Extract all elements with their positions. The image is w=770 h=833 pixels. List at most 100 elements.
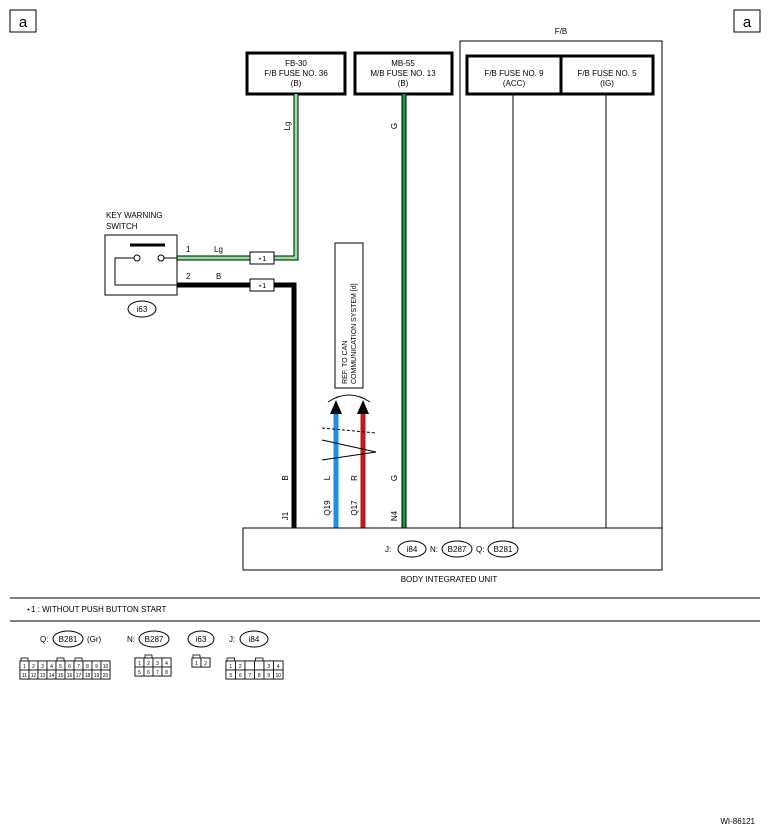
connector-cell — [200, 657, 211, 668]
pin-n4: N4 — [390, 510, 399, 521]
connector-pin: 7 — [77, 664, 80, 670]
legend-q-color: (Gr) — [87, 635, 102, 644]
fb-label: F/B — [555, 27, 567, 36]
connector-pin: 10 — [103, 664, 109, 670]
connector-pin: 3 — [156, 661, 159, 667]
connector-pin: 12 — [31, 673, 37, 679]
connector-pin: 17 — [76, 673, 82, 679]
fuse-fb30-name: F/B FUSE NO. 36 — [264, 69, 328, 78]
key-switch-connector-oval — [127, 300, 157, 318]
legend-i63-oval — [187, 630, 215, 648]
connector-pin: 8 — [165, 670, 168, 676]
connector-pin: 1 — [23, 664, 26, 670]
fuse-fb5-sub: (IG) — [600, 79, 614, 88]
connector-latch — [74, 657, 83, 662]
connector-pin: 3 — [267, 664, 270, 670]
legend-q-prefix: Q: — [40, 635, 48, 644]
connector-pin: 6 — [147, 670, 150, 676]
connector-pin: 4 — [165, 661, 168, 667]
diagram-id: WI-86121 — [720, 817, 755, 826]
l-wire-label: L — [323, 475, 332, 480]
biu-conn-q: B281 — [494, 545, 513, 554]
connector-pin: 13 — [40, 673, 46, 679]
connector-pin: 11 — [22, 673, 27, 679]
connector-pin: 7 — [156, 670, 159, 676]
biu-prefix-j: J: — [385, 545, 391, 554]
r-wire-arrow — [357, 400, 369, 414]
can-ref-line2: COMMUNICATION SYSTEM [d] — [351, 283, 358, 384]
pin-j1: J1 — [281, 511, 290, 520]
connector-cell — [244, 660, 255, 671]
connector-pin: 4 — [277, 664, 280, 670]
fuse-fb9-sub: (ACC) — [503, 79, 526, 88]
corner-box-right — [733, 9, 761, 33]
connector-pin: 15 — [58, 673, 64, 679]
connector-pin: 18 — [85, 673, 91, 679]
connector-pin: 9 — [267, 673, 270, 679]
g-lower-label: G — [390, 475, 399, 481]
connector-latch — [255, 657, 264, 662]
biu-conn-j-oval — [397, 540, 427, 558]
connector-latch — [226, 657, 235, 662]
key-switch-pin1: 1 — [186, 245, 191, 254]
connector-pin: 8 — [86, 664, 89, 670]
fuse-fb5-name: F/B FUSE NO. 5 — [577, 69, 637, 78]
key-switch-pin2: 2 — [186, 272, 191, 281]
note-marker-box-2 — [249, 278, 275, 292]
legend-q-id: B281 — [59, 635, 78, 644]
connector-pin: 1 — [229, 664, 232, 670]
legend-q-oval — [52, 630, 84, 648]
biu-label: BODY INTEGRATED UNIT — [401, 575, 498, 584]
fuse-fb9-name: F/B FUSE NO. 9 — [484, 69, 544, 78]
legend-j-oval — [239, 630, 269, 648]
legend-n-oval — [138, 630, 170, 648]
fuse-fb30-code: FB-30 — [285, 59, 307, 68]
connector-pin: 4 — [50, 664, 53, 670]
g-vertical-label: G — [390, 123, 399, 129]
connector-pin: 6 — [68, 664, 71, 670]
lg-wire-a — [274, 94, 298, 260]
connector-pin: 5 — [59, 664, 62, 670]
legend-j-prefix: J: — [229, 635, 235, 644]
connector-pin: 19 — [94, 673, 100, 679]
can-ref-line1: REF. TO CAN — [342, 341, 349, 384]
key-switch-title-2: SWITCH — [106, 222, 138, 231]
l-wire-arrow — [330, 400, 342, 414]
connector-cell — [254, 660, 265, 671]
legend-note: ⋆1 : WITHOUT PUSH BUTTON START — [26, 605, 167, 614]
connector-pin: 5 — [138, 670, 141, 676]
fuse-fb30-sub: (B) — [291, 79, 302, 88]
corner-label-left: a — [19, 14, 28, 31]
biu-prefix-n: N: — [430, 545, 438, 554]
biu-conn-q-oval — [487, 540, 519, 558]
connector-cell — [100, 669, 111, 680]
connector-pin: 7 — [248, 673, 251, 679]
fuse-mb55-code: MB-55 — [391, 59, 415, 68]
connector-latch — [20, 657, 29, 662]
connector-pin: 2 — [204, 661, 207, 667]
connector-pin: 9 — [95, 664, 98, 670]
legend-n-prefix: N: — [127, 635, 135, 644]
connector-latch — [56, 657, 65, 662]
key-switch-terminal-left — [133, 254, 141, 262]
connector-pin: 10 — [275, 673, 281, 679]
connector-pin: 2 — [147, 661, 150, 667]
connector-cell — [273, 669, 284, 680]
legend-n-id: B287 — [145, 635, 164, 644]
can-ref-arc — [327, 394, 371, 403]
connector-pin: 8 — [258, 673, 261, 679]
lg-wire-outline-a — [274, 94, 299, 261]
twist-dashed-line — [321, 427, 377, 434]
connector-pin: 6 — [239, 673, 242, 679]
corner-label-right: a — [743, 14, 752, 31]
connector-pin: 20 — [103, 673, 109, 679]
note-marker-box-1 — [249, 251, 275, 265]
biu-conn-j: i84 — [407, 545, 418, 554]
connector-pin: 2 — [32, 664, 35, 670]
connector-pin: 1 — [138, 661, 141, 667]
connector-pin: 14 — [49, 673, 55, 679]
